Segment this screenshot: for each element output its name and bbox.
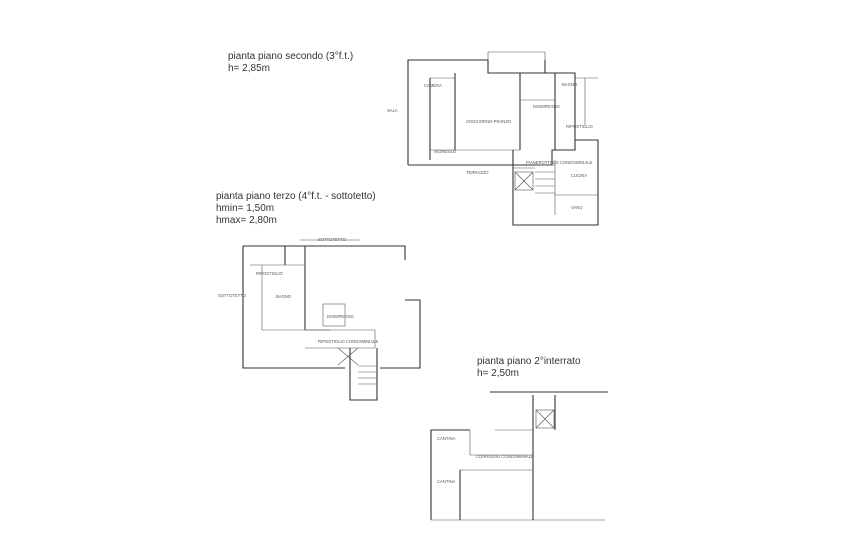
second-floor-room-bagno: BAGNO [562,82,578,87]
third-floor-room-bagno: BAGNO [276,294,292,299]
plan-second-floor-height: h= 2,85m [228,63,270,74]
second-floor-room-disimpegno: DISIMPEGNO [533,104,560,109]
second-floor-room-cucina: CUCINA [571,173,587,178]
plan-second-floor-title: pianta piano secondo (3°f.t.) [228,51,354,62]
second-floor-room-soggiorno: SOGGIORNO-PRANZO [466,119,512,124]
plan-third-floor-height-min: hmin= 1,50m [216,203,275,214]
plan-third-floor-height-max: hmax= 2,80m [216,215,277,226]
plan-third-floor-heading: pianta piano terzo (4°f.t. - sottotetto)… [216,191,376,227]
second-floor-room-pianerottolo: PIANEROTTOLO CONDOMINIALE [526,160,592,165]
second-floor-room-vano: VANO [571,205,583,210]
basement-room-cantina-bottom: CANTINA [437,479,456,484]
third-floor-room-sottotetto-top: SOTTOTETTO [318,237,347,242]
third-floor-room-ripostiglio-condominiale: RIPOSTIGLIO CONDOMINIALE [318,339,378,344]
basement-plan: CANTINA CORRIDOIO CONDOMINIALE CANTINA [430,391,608,521]
second-floor-room-ingresso: INGRESSO [434,149,457,154]
plan-basement-title: pianta piano 2°interrato [477,356,581,367]
plan-second-floor-heading: pianta piano secondo (3°f.t.) h= 2,85m [228,51,353,75]
basement-room-cantina-top: CANTINA [437,436,456,441]
plan-basement-heading: pianta piano 2°interrato h= 2,50m [477,356,581,380]
second-floor-room-ripostiglio: RIPOSTIGLIO [566,124,594,129]
third-floor-room-disimpegno: DISIMPEGNO [327,314,354,319]
second-floor-room-sala: SALA [387,108,398,113]
third-floor-room-sottotetto-left: SOTTOTETTO [218,293,247,298]
third-floor-plan: SOTTOTETTO RIPOSTIGLIO BAGNO SOTTOTETTO … [218,237,421,401]
second-floor-room-camera: CAMERA [424,83,442,88]
plan-basement-height: h= 2,50m [477,368,519,379]
plan-third-floor-title: pianta piano terzo (4°f.t. - sottotetto) [216,191,376,202]
basement-room-corridoio: CORRIDOIO CONDOMINIALE [476,454,534,459]
second-floor-plan: CAMERA SALA DISIMPEGNO BAGNO RIPOSTIGLIO… [387,51,599,226]
second-floor-room-terrazzo: TERRAZZO [466,170,489,175]
third-floor-room-ripostiglio: RIPOSTIGLIO [256,271,284,276]
